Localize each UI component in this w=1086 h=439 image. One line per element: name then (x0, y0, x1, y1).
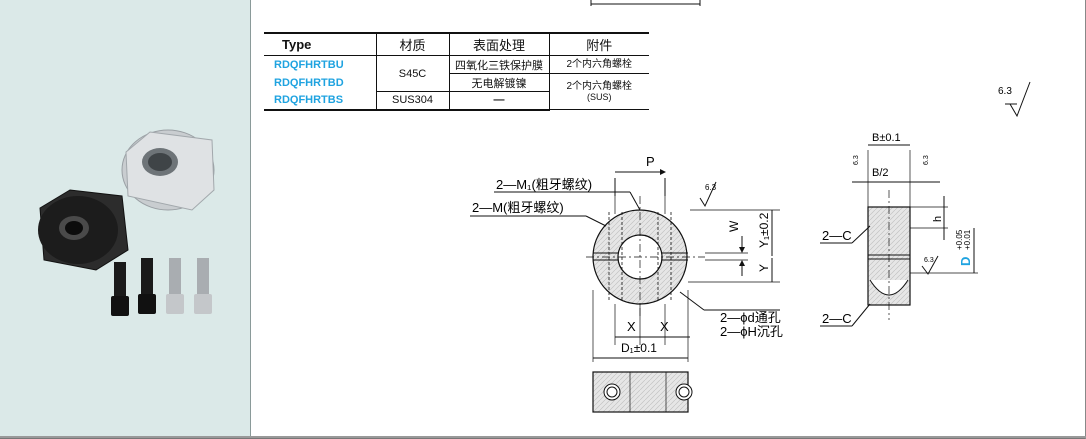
dim-w: W (727, 220, 741, 232)
header-material: 材质 (375, 32, 449, 56)
dim-x-left: X (627, 319, 636, 334)
top-dimension-fragment (590, 0, 701, 6)
accessory-cell: 2个内六角螺栓 (SUS) (548, 73, 649, 110)
panel-bottom-edge (0, 436, 1086, 438)
dim-y: Y (757, 264, 771, 272)
table-row: RDQFHRTBD 无电解镀镍 2个内六角螺栓 (SUS) (264, 73, 649, 110)
technical-drawing: 6.3 (470, 0, 1031, 413)
dim-h: h (932, 216, 944, 222)
header-type: Type (264, 32, 376, 56)
product-photo-panel (0, 0, 251, 438)
svg-text:6.3: 6.3 (705, 183, 717, 192)
finish-cell: 无电解镀镍 (448, 73, 549, 92)
product-photo (38, 129, 215, 316)
dim-b-half: B/2 (872, 167, 889, 179)
type-cell: RDQFHRTBD (274, 76, 344, 89)
type-cell: RDQFHRTBU (274, 58, 344, 71)
dim-d1: D₁±0.1 (621, 341, 657, 355)
label-m1-thread: 2—M₁(粗牙螺纹) (496, 177, 592, 192)
dim-d-tol-upper: +0.05 (955, 229, 964, 250)
label-through-hole: 2—ϕd通孔 (720, 310, 781, 325)
header-finish: 表面处理 (448, 32, 549, 56)
front-view: P 6.3 2—M₁(粗牙螺纹) 2—M(粗牙螺纹) W Y₁±0.2 Y (470, 154, 783, 362)
label-m-thread: 2—M(粗牙螺纹) (472, 200, 564, 215)
spec-table-header: Type 材质 表面处理 附件 (264, 32, 649, 56)
dim-x-right: X (660, 319, 669, 334)
material-cell: SUS304 (375, 91, 449, 111)
accessory-note: (SUS) (587, 91, 612, 102)
svg-text:6.3: 6.3 (998, 86, 1012, 97)
table-row: RDQFHRTBU S45C 四氧化三铁保护膜 2个内六角螺栓 (264, 55, 649, 92)
material-cell: S45C (375, 55, 449, 92)
accessory-cell: 2个内六角螺栓 (548, 55, 649, 74)
table-row: RDQFHRTBS SUS304 — (264, 91, 649, 111)
spec-table: Type 材质 表面处理 附件 RDQFHRTBU S45C 四氧化三铁保护膜 … (264, 32, 649, 111)
dim-d: D (958, 257, 973, 266)
label-chamfer-bottom: 2—C (822, 311, 852, 326)
finish-cell: — (448, 91, 549, 111)
svg-text:6.3: 6.3 (853, 155, 860, 165)
accessory-label: 2个内六角螺栓 (566, 80, 633, 92)
dim-y1: Y₁±0.2 (757, 212, 771, 248)
svg-text:6.3: 6.3 (924, 257, 934, 264)
finish-cell: 四氧化三铁保护膜 (448, 55, 549, 74)
roughness-symbol-global: 6.3 (998, 81, 1031, 118)
dim-d-tol-lower: +0.01 (963, 229, 972, 250)
bottom-view (592, 371, 693, 413)
side-view: B±0.1 B/2 6.3 6.3 h +0.05 +0.01 D 6.3 2—… (820, 132, 978, 327)
dim-p: P (646, 154, 655, 169)
label-chamfer-top: 2—C (822, 228, 852, 243)
header-accessory: 附件 (548, 32, 649, 56)
label-counterbore: 2—ϕH沉孔 (720, 324, 783, 339)
dim-b: B±0.1 (872, 132, 901, 144)
svg-text:6.3: 6.3 (923, 155, 930, 165)
type-cell: RDQFHRTBS (264, 91, 376, 111)
